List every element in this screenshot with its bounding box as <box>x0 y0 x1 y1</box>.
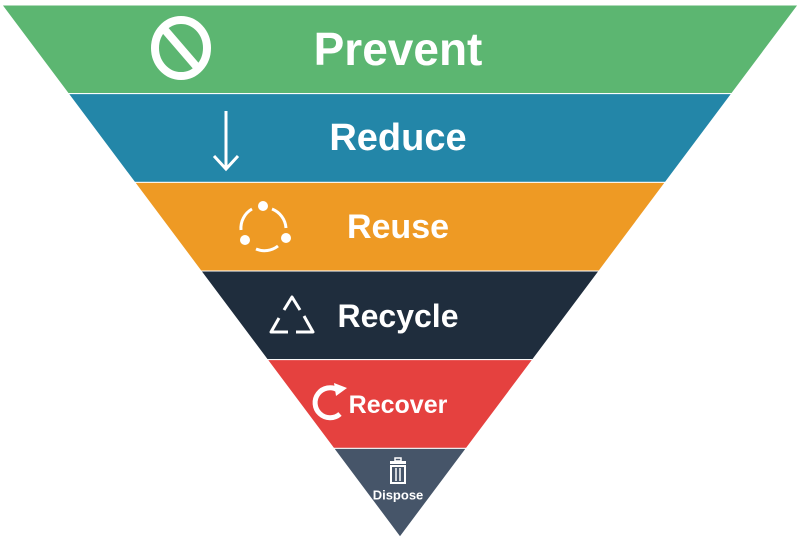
trash-icon <box>390 457 406 484</box>
cycle-icon <box>239 201 291 253</box>
level-label-dispose: Dispose <box>373 488 424 503</box>
level-label-recycle: Recycle <box>338 298 459 334</box>
level-label-reuse: Reuse <box>347 208 449 246</box>
level-label-reduce: Reduce <box>329 117 466 159</box>
level-label-prevent: Prevent <box>314 23 483 75</box>
prohibited-icon <box>151 16 211 80</box>
recycle-icon <box>269 295 315 334</box>
level-band-dispose <box>332 447 468 538</box>
level-label-recover: Recover <box>349 391 448 419</box>
arrow-down-icon <box>212 111 240 172</box>
recover-icon <box>312 383 347 421</box>
